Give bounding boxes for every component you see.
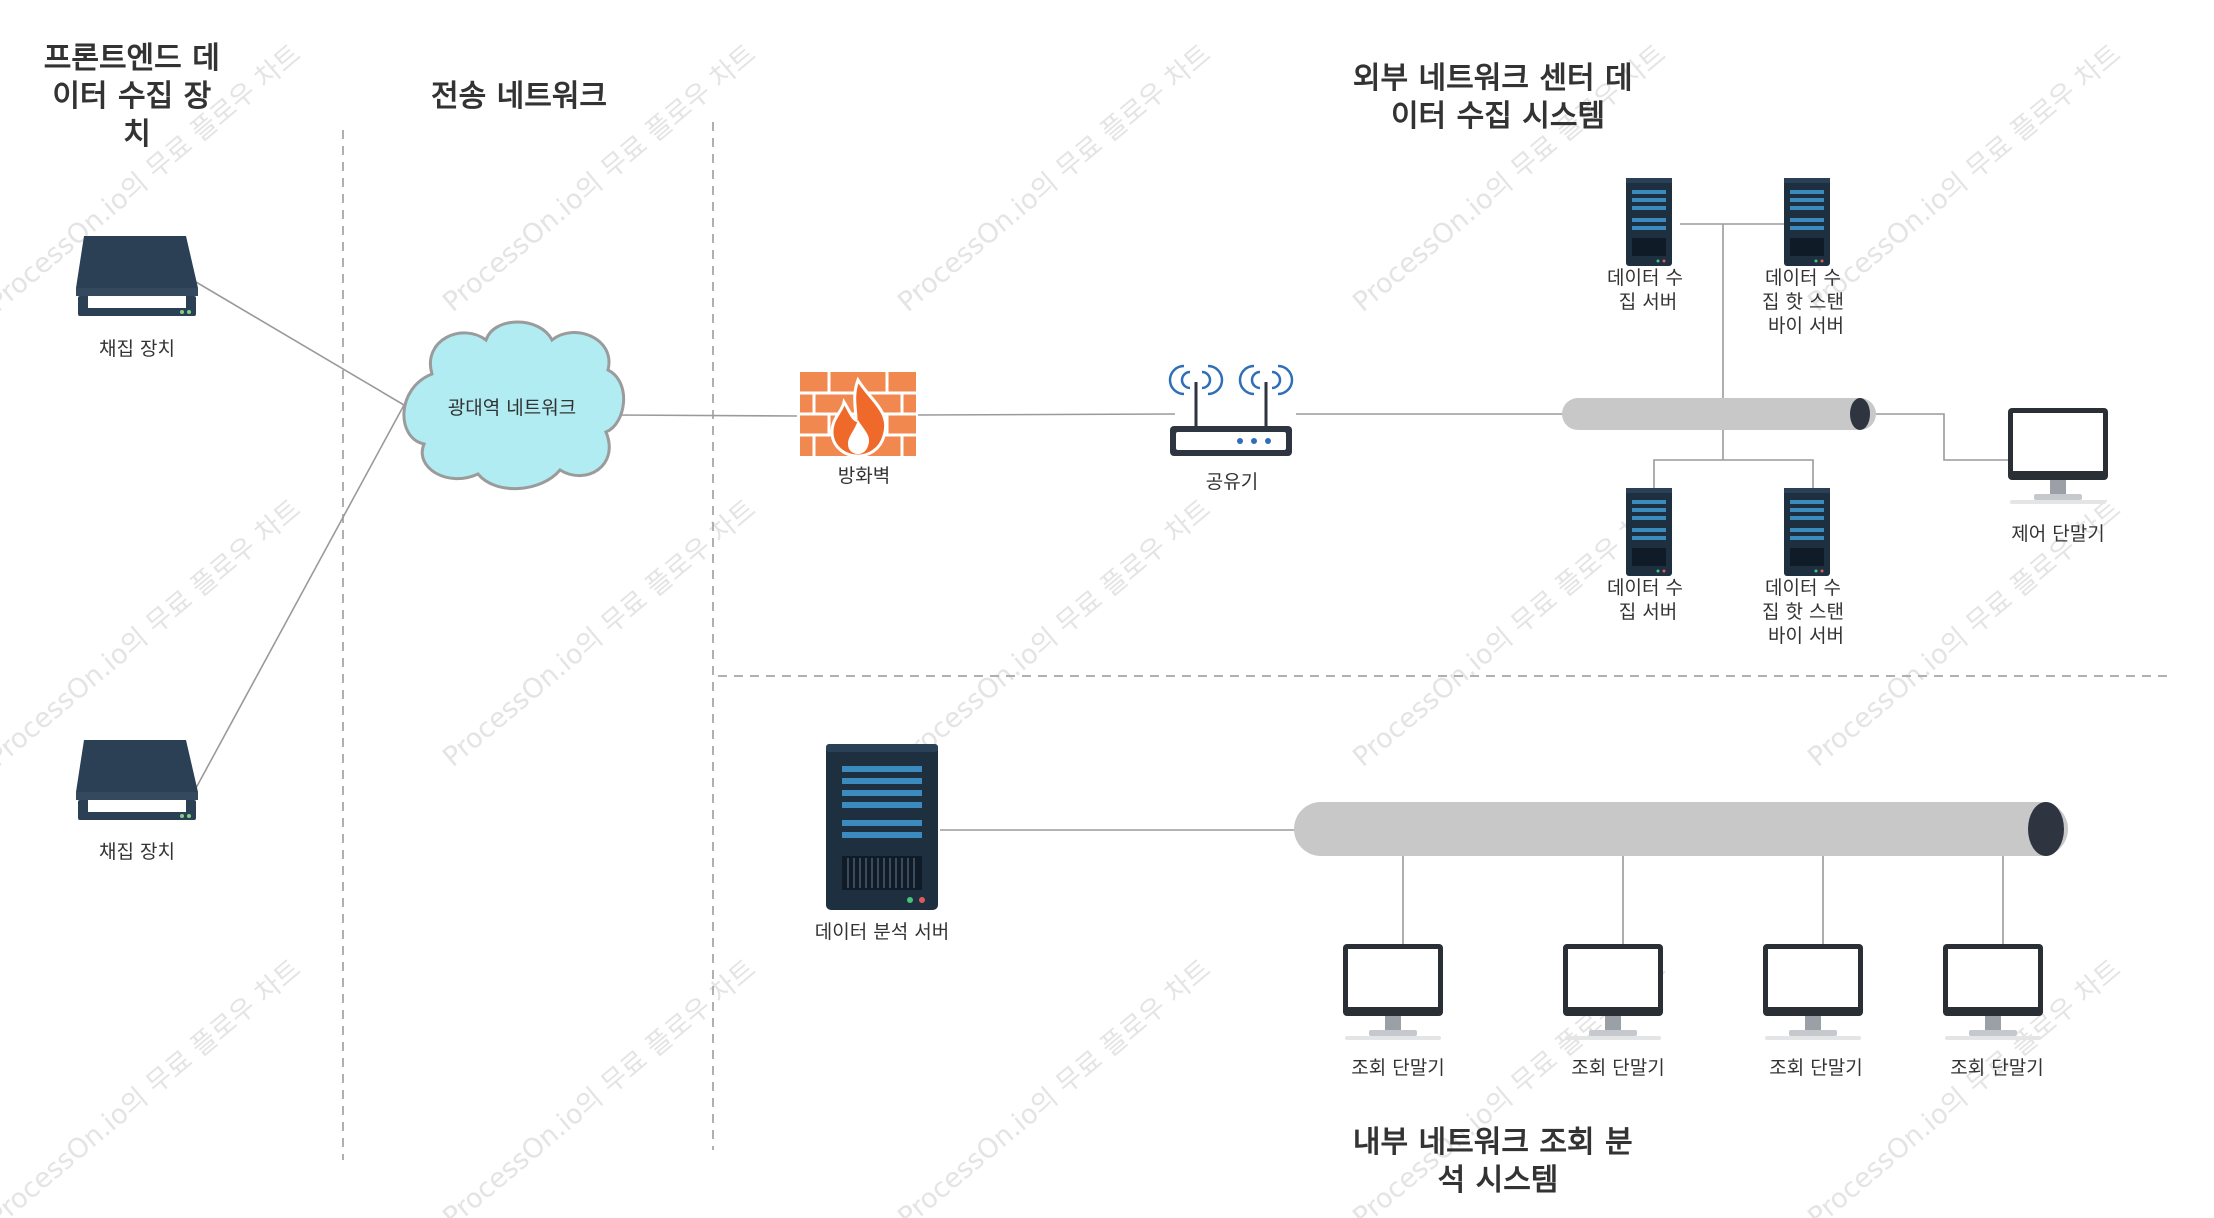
server-bot1-label: 데이터 수 집 서버 <box>1607 577 1689 623</box>
scanner-icon <box>76 740 198 820</box>
router-icon <box>1168 364 1294 456</box>
watermark-text: ProcessOn.io의 무료 플로우 차트 <box>0 494 307 773</box>
link-cloud-firewall <box>611 414 798 417</box>
connections <box>195 223 2014 948</box>
monitor-icon <box>1343 944 1443 1040</box>
scanner1-label: 채집 장치 <box>99 338 175 360</box>
server-icon <box>1626 178 1672 266</box>
section-dividers <box>342 122 2170 1160</box>
section-title-internal: 내부 네트워크 조회 분 석 시스템 <box>1353 1125 1643 1198</box>
link-bottom-servers <box>1653 459 1814 490</box>
scanner-icon <box>76 236 198 316</box>
section-title-external: 외부 네트워크 센터 데 이터 수집 시스템 <box>1353 61 1643 134</box>
server-icon <box>1626 488 1672 576</box>
monitor-icon <box>2008 408 2108 504</box>
cloud-label: 광대역 네트워크 <box>448 397 576 419</box>
watermark-text: ProcessOn.io의 무료 플로우 차트 <box>892 954 1217 1218</box>
network-bus-lower <box>1294 802 2068 856</box>
server-top2-label: 데이터 수 집 핫 스탠 바이 서버 <box>1762 267 1850 337</box>
scanner2-label: 채집 장치 <box>99 841 175 863</box>
server-icon <box>826 744 938 910</box>
analysis-server-label: 데이터 분석 서버 <box>815 921 949 943</box>
monitor-icon <box>1763 944 1863 1040</box>
router-label: 공유기 <box>1206 471 1258 493</box>
watermark-text: ProcessOn.io의 무료 플로우 차트 <box>1802 39 2127 318</box>
link-scanner2-cloud <box>195 404 405 789</box>
query3-label: 조회 단말기 <box>1769 1057 1862 1079</box>
monitor-icon <box>1943 944 2043 1040</box>
query4-label: 조회 단말기 <box>1950 1057 2043 1079</box>
watermark-text: ProcessOn.io의 무료 플로우 차트 <box>892 494 1217 773</box>
monitor-icon <box>1563 944 1663 1040</box>
link-bus-control-terminal <box>1874 413 2014 461</box>
server-top1-label: 데이터 수 집 서버 <box>1607 267 1689 313</box>
firewall-icon <box>800 372 916 458</box>
cloud-icon <box>402 320 625 491</box>
query2-label: 조회 단말기 <box>1571 1057 1664 1079</box>
control-terminal-label: 제어 단말기 <box>2011 523 2104 545</box>
server-icon <box>1784 178 1830 266</box>
watermark-text: ProcessOn.io의 무료 플로우 차트 <box>0 954 307 1218</box>
watermark-text: ProcessOn.io의 무료 플로우 차트 <box>1347 494 1672 773</box>
section-title-transport: 전송 네트워크 <box>431 79 607 114</box>
link-scanner1-cloud <box>195 281 405 406</box>
network-bus-upper <box>1562 398 1876 430</box>
firewall-label: 방화벽 <box>838 465 890 487</box>
watermark-text: ProcessOn.io의 무료 플로우 차트 <box>892 39 1217 318</box>
server-icon <box>1784 488 1830 576</box>
query1-label: 조회 단말기 <box>1351 1057 1444 1079</box>
link-firewall-router <box>917 413 1176 416</box>
server-bot2-label: 데이터 수 집 핫 스탠 바이 서버 <box>1762 577 1850 647</box>
section-title-frontend: 프론트엔드 데 이터 수집 장 치 <box>44 41 231 152</box>
